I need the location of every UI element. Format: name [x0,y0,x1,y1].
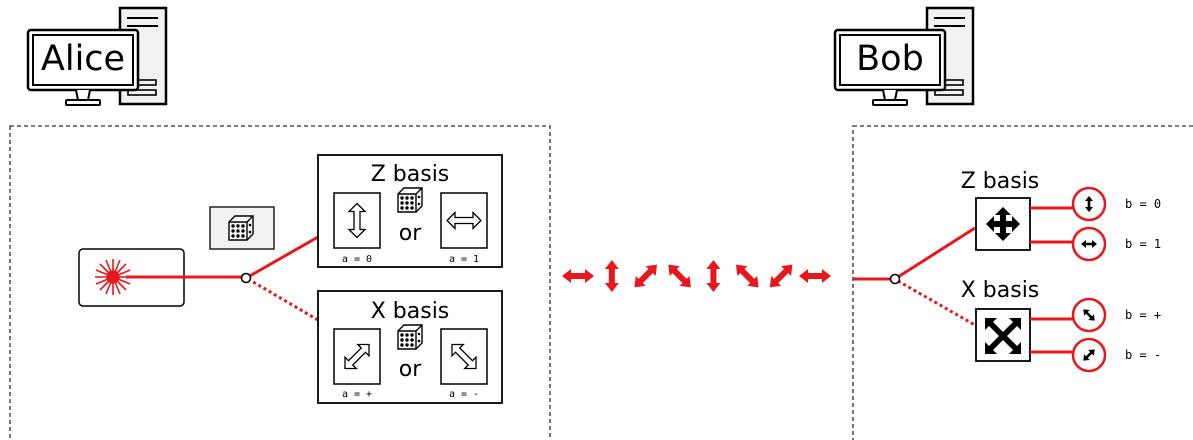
bob-x-basis: X basis b = + b = - [961,278,1161,373]
photon-antidiagonal-icon [663,259,696,293]
polarizing-beam-splitter-x-icon [985,318,1021,354]
alice-x-outcome-0: a = + [342,389,372,400]
alice-x-outcome-1: a = - [449,389,479,400]
alice-path-x [247,277,319,322]
alice-x-or-label: or [399,357,422,382]
bob-x-basis-title: X basis [961,278,1040,303]
bob-label: Bob [856,39,924,79]
photon-diagonal-icon [629,259,662,293]
bob-z-outcome-0: b = 0 [1125,197,1161,211]
photon-antidiagonal-icon [731,259,764,293]
photon-vertical-icon [604,260,619,292]
photon-diagonal-icon [764,259,798,293]
bob-z-basis: Z basis b = 0 b = 1 [961,169,1161,262]
bob-path-z [897,226,976,279]
photon-horizontal-icon [562,269,594,283]
laser-icon [95,259,131,295]
bob-computer: Bob [833,6,975,107]
alice-x-basis-title: X basis [371,299,450,324]
alice-label: Alice [41,39,125,79]
bob-z-basis-title: Z basis [961,169,1040,194]
bob-lab-panel [852,125,1193,440]
alice-z-basis-box: Z basis or a = 0 a = 1 [317,154,503,268]
beam-splitter-icon [240,272,252,284]
alice-path-z [247,235,319,279]
alice-lab-panel [9,125,551,440]
alice-z-or-label: or [399,221,422,246]
photon-vertical-icon [706,260,721,292]
alice-z-outcome-0: a = 0 [342,254,372,265]
dice-icon [397,324,423,350]
basis-dice [209,206,275,250]
bob-x-outcome-0: b = + [1125,308,1161,322]
alice-z-basis-title: Z basis [371,162,450,187]
bob-z-outcome-1: b = 1 [1125,237,1161,251]
photon-stream [562,259,831,293]
polarizing-beam-splitter-z-icon [986,207,1020,241]
dice-icon [397,187,423,213]
dice-icon [228,215,254,241]
beam-splitter-icon [889,273,901,285]
photon-horizontal-icon [799,269,831,283]
bob-x-outcome-1: b = - [1125,348,1161,362]
alice-z-outcome-1: a = 1 [449,254,479,265]
alice-x-basis-box: X basis or a = + a = - [317,290,503,404]
bob-path-x [897,279,976,327]
alice-computer: Alice [26,6,168,107]
